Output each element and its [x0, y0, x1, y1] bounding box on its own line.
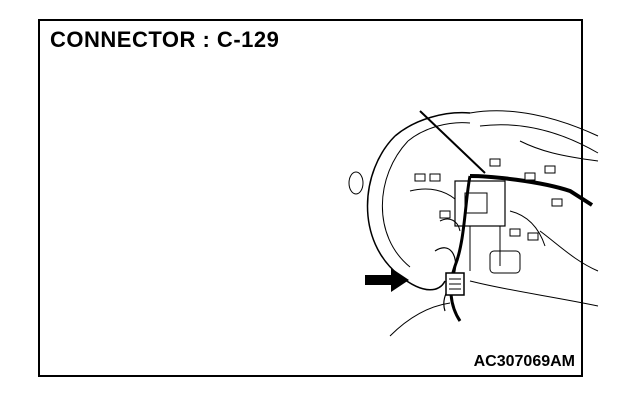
- dashboard-wiring-illustration: [348, 110, 599, 337]
- figure-title: CONNECTOR : C-129: [50, 27, 280, 52]
- arrow-icon: [365, 268, 409, 292]
- figure-frame: CONNECTOR : C-129: [38, 19, 599, 377]
- figure-code: AC307069AM: [473, 353, 575, 370]
